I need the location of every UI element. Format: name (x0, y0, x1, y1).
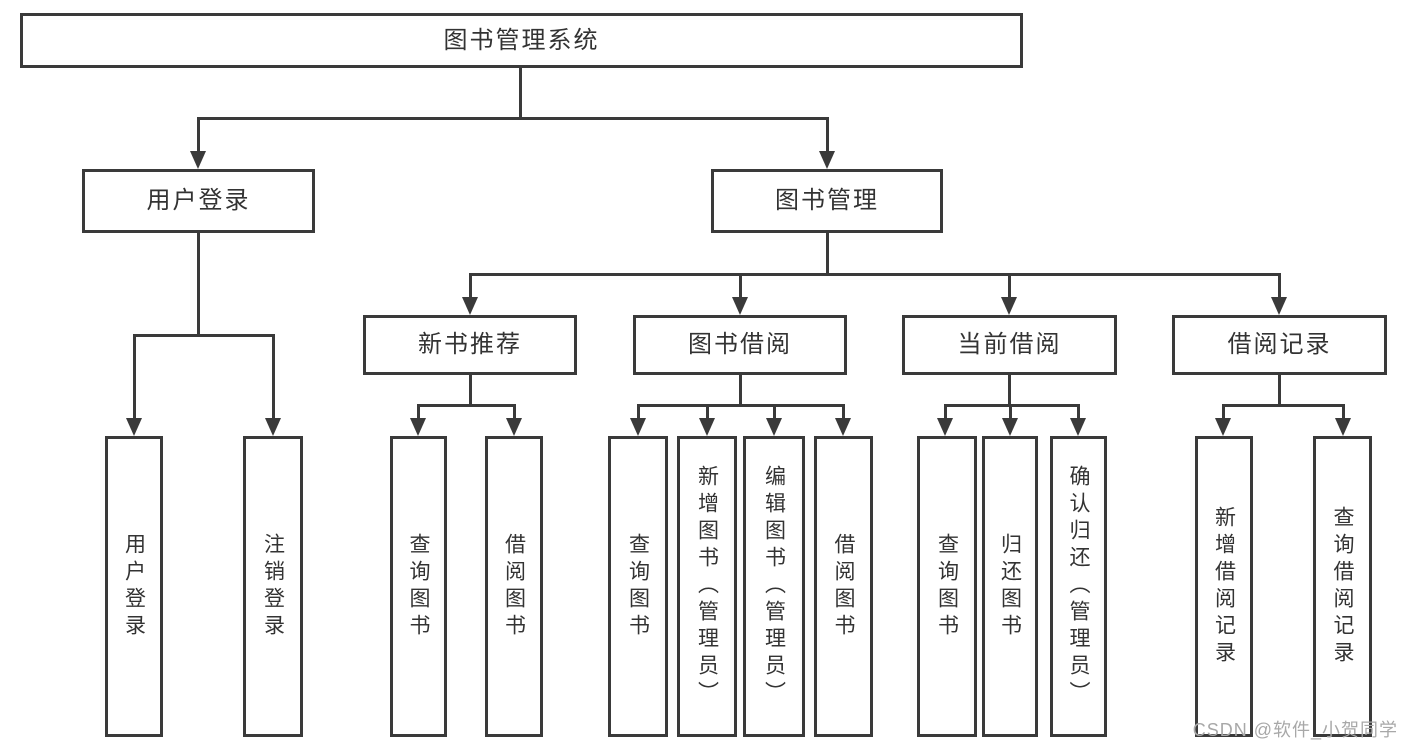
connector-line (1009, 404, 1012, 420)
arrow-down-icon (630, 418, 646, 436)
node-book-borrow: 图书借阅 (633, 315, 847, 375)
leaf-edit-book-admin: 编辑图书（管理员） (743, 436, 805, 737)
node-borrow-records: 借阅记录 (1172, 315, 1387, 375)
node-user-login: 用户登录 (82, 169, 315, 233)
arrow-down-icon (699, 418, 715, 436)
node-new-book-recommend: 新书推荐 (363, 315, 577, 375)
connector-line (1222, 404, 1345, 407)
arrow-down-icon (1070, 418, 1086, 436)
arrow-down-icon (126, 418, 142, 436)
leaf-borrow-book: 借阅图书 (814, 436, 873, 737)
arrow-down-icon (1001, 297, 1017, 315)
connector-line (739, 273, 742, 299)
arrow-down-icon (766, 418, 782, 436)
connector-line (1008, 273, 1011, 299)
arrow-down-icon (835, 418, 851, 436)
connector-line (513, 404, 516, 420)
connector-line (842, 404, 845, 420)
arrow-down-icon (732, 297, 748, 315)
node-book-management: 图书管理 (711, 169, 943, 233)
connector-line (272, 334, 275, 420)
arrow-down-icon (410, 418, 426, 436)
connector-line (773, 404, 776, 420)
leaf-borrow-query-book: 查询图书 (608, 436, 668, 737)
connector-line (469, 273, 472, 299)
arrow-down-icon (462, 297, 478, 315)
connector-line (197, 233, 200, 337)
connector-line (1278, 273, 1281, 299)
leaf-recommend-query-book: 查询图书 (390, 436, 447, 737)
arrow-down-icon (1002, 418, 1018, 436)
connector-line (1008, 375, 1011, 407)
connector-line (826, 117, 829, 153)
connector-line (739, 375, 742, 407)
csdn-watermark: CSDN @软件_小贺同学 (1192, 720, 1398, 740)
connector-line (469, 375, 472, 407)
connector-line (133, 334, 136, 420)
connector-line (1077, 404, 1080, 420)
leaf-add-book-admin: 新增图书（管理员） (677, 436, 737, 737)
connector-line (1278, 375, 1281, 407)
connector-line (417, 404, 516, 407)
arrow-down-icon (1271, 297, 1287, 315)
arrow-down-icon (1335, 418, 1351, 436)
connector-line (826, 233, 829, 276)
leaf-query-borrow-record: 查询借阅记录 (1313, 436, 1372, 737)
arrow-down-icon (265, 418, 281, 436)
connector-line (1342, 404, 1345, 420)
connector-line (637, 404, 640, 420)
leaf-logout: 注销登录 (243, 436, 303, 737)
connector-line (197, 117, 200, 153)
connector-line (469, 273, 1281, 276)
leaf-return-book: 归还图书 (982, 436, 1038, 737)
arrow-down-icon (506, 418, 522, 436)
connector-line (706, 404, 709, 420)
arrow-down-icon (937, 418, 953, 436)
arrow-down-icon (1215, 418, 1231, 436)
leaf-confirm-return-admin: 确认归还（管理员） (1050, 436, 1107, 737)
node-current-borrow: 当前借阅 (902, 315, 1117, 375)
arrow-down-icon (819, 151, 835, 169)
leaf-current-query-book: 查询图书 (917, 436, 977, 737)
connector-line (417, 404, 420, 420)
connector-line (1222, 404, 1225, 420)
connector-line (944, 404, 1080, 407)
connector-line (133, 334, 275, 337)
connector-line (519, 68, 522, 120)
connector-line (197, 117, 829, 120)
arrow-down-icon (190, 151, 206, 169)
connector-line (944, 404, 947, 420)
leaf-user-login: 用户登录 (105, 436, 163, 737)
node-library-management-system: 图书管理系统 (20, 13, 1023, 68)
leaf-add-borrow-record: 新增借阅记录 (1195, 436, 1253, 737)
leaf-recommend-borrow-book: 借阅图书 (485, 436, 543, 737)
connector-line (637, 404, 845, 407)
